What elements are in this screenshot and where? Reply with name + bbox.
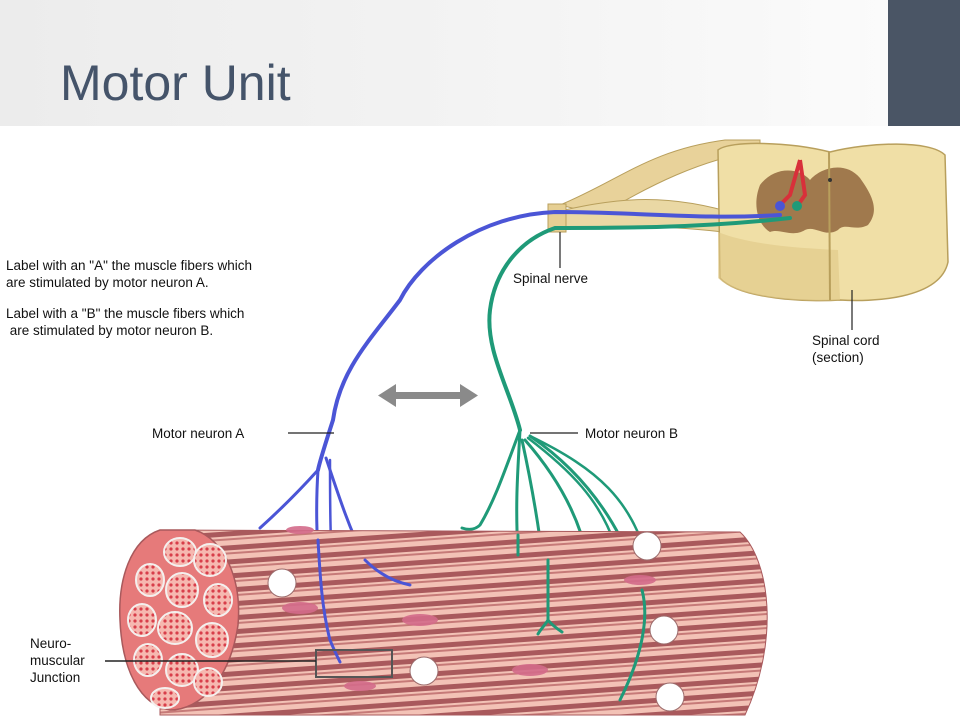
nmj-label-line2: muscular bbox=[30, 653, 85, 668]
spinal-cord-label: Spinal cord bbox=[812, 333, 880, 348]
slide-header bbox=[0, 0, 888, 126]
instruction-a-line2: are stimulated by motor neuron A. bbox=[6, 275, 209, 290]
motor-neuron-b-label: Motor neuron B bbox=[585, 426, 679, 441]
answer-circle[interactable] bbox=[632, 531, 662, 561]
instruction-b-line2: are stimulated by motor neuron B. bbox=[6, 323, 214, 338]
instruction-a-line1: Label with an "A" the muscle fibers whic… bbox=[6, 258, 252, 273]
double-arrow-icon bbox=[378, 384, 478, 407]
nmj-highlight-box bbox=[315, 649, 393, 678]
muscle-cross-section-cells bbox=[127, 537, 233, 709]
nmj-label-line3: Junction bbox=[30, 670, 81, 685]
nmj-label-line1: Neuro- bbox=[30, 636, 72, 651]
slide-title: Motor Unit bbox=[60, 55, 291, 111]
answer-circle[interactable] bbox=[409, 656, 439, 686]
motor-neuron-a-label: Motor neuron A bbox=[152, 426, 245, 441]
corner-accent-block bbox=[888, 0, 960, 126]
spinal-nerve-label: Spinal nerve bbox=[513, 271, 589, 286]
muscle-fiber-bundle bbox=[119, 526, 768, 716]
answer-circle[interactable] bbox=[655, 682, 685, 712]
instruction-b-line1: Label with a "B" the muscle fibers which bbox=[6, 306, 245, 321]
answer-circle[interactable] bbox=[267, 568, 297, 598]
spinal-cord-sublabel: (section) bbox=[812, 350, 864, 365]
answer-circle[interactable] bbox=[649, 615, 679, 645]
